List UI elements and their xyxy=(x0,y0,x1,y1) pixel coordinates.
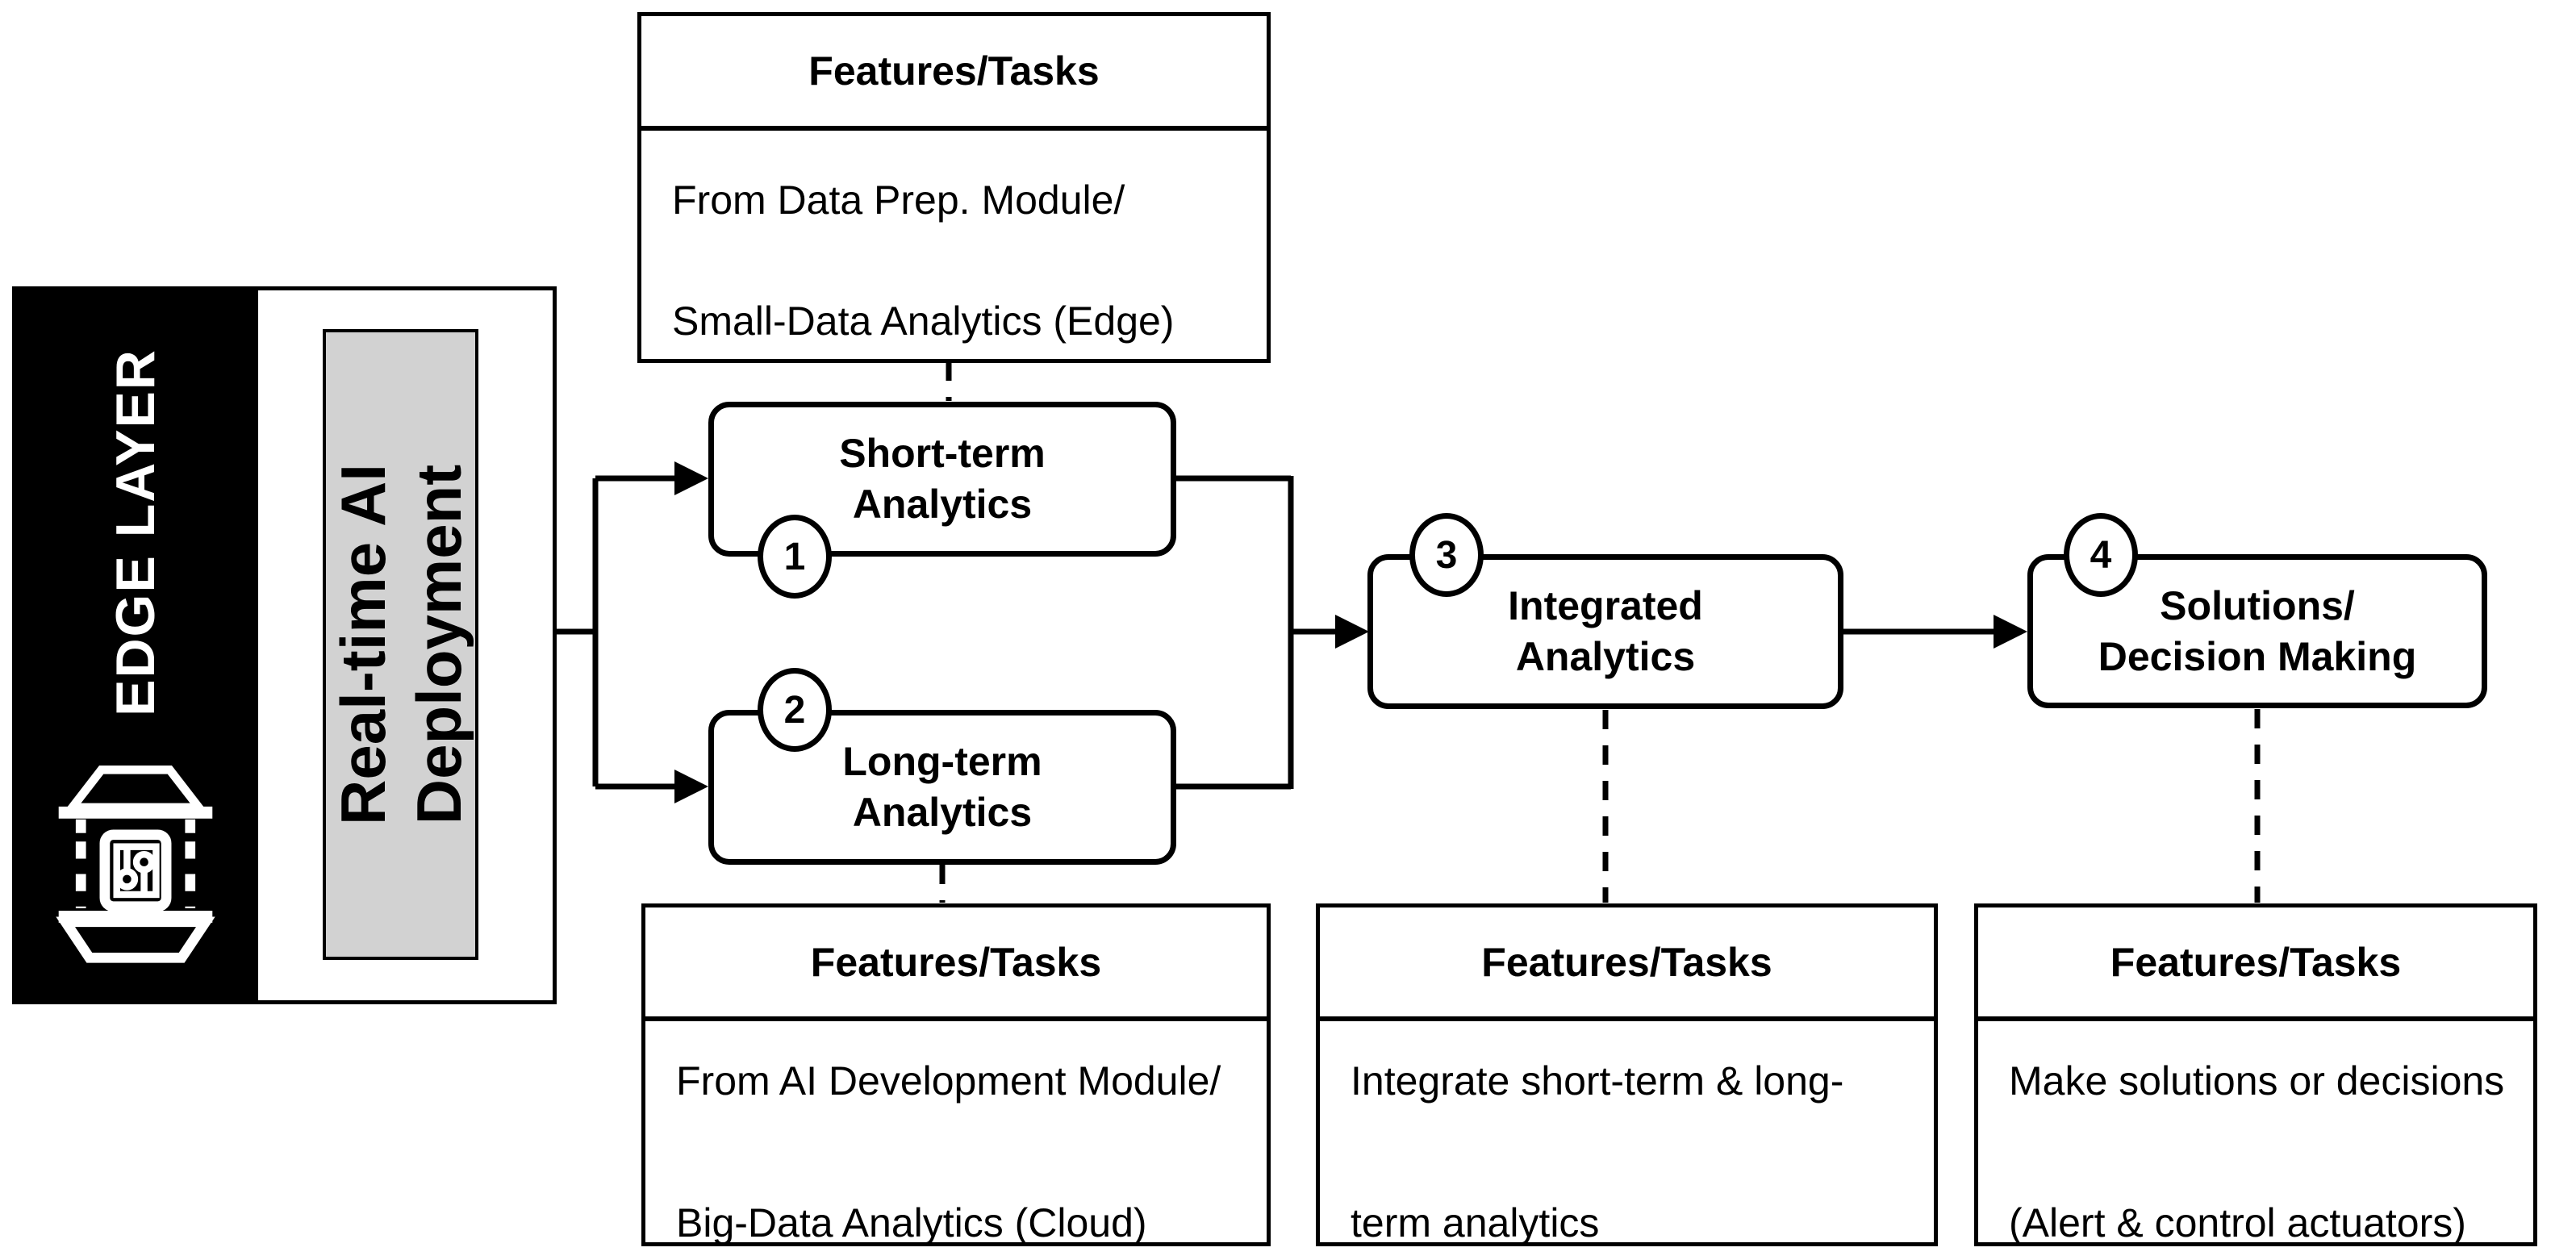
step-badge-3: 3 xyxy=(1409,513,1484,597)
deployment-module-line1: Real-time AI xyxy=(328,464,399,825)
node-solutions-decision-making: Solutions/ Decision Making xyxy=(2027,554,2487,708)
features-box-body: Integrate short-term & long- term analyt… xyxy=(1320,1021,1934,1246)
node-label-line: Decision Making xyxy=(2098,633,2417,679)
features-box-body: From AI Development Module/ Big-Data Ana… xyxy=(645,1021,1267,1246)
node-label-line: Analytics xyxy=(852,482,1033,527)
features-box-body: From Data Prep. Module/ Small-Data Analy… xyxy=(641,131,1267,344)
step-badge-2: 2 xyxy=(758,668,832,752)
features-line: Big-Data Analytics (Cloud) xyxy=(676,1200,1147,1245)
step-badge-4: 4 xyxy=(2064,513,2138,597)
features-line: (Alert & control actuators) xyxy=(2009,1200,2466,1245)
edge-layer-title: EDGE LAYER xyxy=(105,348,166,716)
features-box-integrated: Features/Tasks Integrate short-term & lo… xyxy=(1316,903,1938,1246)
features-box-solutions: Features/Tasks Make solutions or decisio… xyxy=(1974,903,2537,1246)
features-line: Integrate short-term & long- xyxy=(1351,1058,1844,1104)
edge-device-icon xyxy=(56,766,215,963)
features-box-body: Make solutions or decisions (Alert & con… xyxy=(1978,1021,2533,1246)
deployment-module-label: Real-time AI Deployment xyxy=(325,464,477,825)
node-label-line: Long-term xyxy=(842,739,1042,784)
features-box-title: Features/Tasks xyxy=(645,907,1267,1021)
node-label-line: Analytics xyxy=(852,790,1033,835)
node-label-line: Solutions/ xyxy=(2160,582,2355,628)
deployment-module-box xyxy=(323,329,478,960)
features-line: Make solutions or decisions xyxy=(2009,1058,2505,1104)
features-box-long-term: Features/Tasks From AI Development Modul… xyxy=(641,903,1271,1246)
features-box-short-term: Features/Tasks From Data Prep. Module/ S… xyxy=(637,12,1271,363)
features-line: term analytics xyxy=(1351,1200,1600,1245)
features-line: From Data Prep. Module/ xyxy=(672,177,1125,223)
step-badge-1: 1 xyxy=(758,515,832,599)
node-label-line: Integrated xyxy=(1508,583,1703,628)
deployment-module-line2: Deployment xyxy=(403,464,474,825)
features-box-title: Features/Tasks xyxy=(1978,907,2533,1021)
features-line: Small-Data Analytics (Edge) xyxy=(672,298,1175,344)
features-line: From AI Development Module/ xyxy=(676,1058,1221,1104)
node-label-line: Analytics xyxy=(1515,634,1696,679)
arrowheads xyxy=(674,461,2027,803)
features-box-title: Features/Tasks xyxy=(1320,907,1934,1021)
node-label-line: Short-term xyxy=(839,431,1046,476)
features-box-title: Features/Tasks xyxy=(641,16,1267,131)
